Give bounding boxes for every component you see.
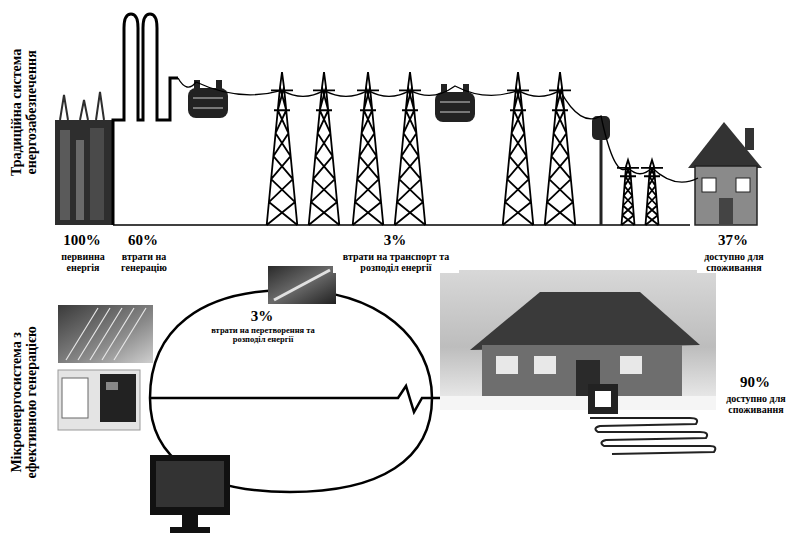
house-icon: [736, 178, 750, 192]
value-caption: первинна енергія: [51, 251, 115, 273]
transformer: [435, 92, 475, 122]
house-photo: [470, 292, 700, 350]
transformer: [193, 97, 223, 99]
power-station: [55, 120, 113, 225]
house-photo: [440, 270, 716, 410]
system-label: Мікроенергосистема з ефективною генераці…: [9, 302, 40, 502]
power-station: [76, 140, 84, 220]
solar-collector: [58, 305, 153, 363]
pipe-photo: [268, 266, 336, 304]
value-caption: доступно для споживання: [722, 393, 790, 415]
percent-value: 60%: [113, 232, 173, 249]
control-monitor: [182, 515, 198, 527]
plant-chimneys: [113, 14, 178, 225]
power-station: [90, 128, 104, 220]
percent-value: 90%: [730, 374, 780, 391]
transformer: [440, 101, 470, 103]
heat-unit: [100, 374, 136, 422]
transformer: [194, 80, 200, 89]
house-photo: [496, 356, 518, 374]
house-photo: [440, 396, 716, 410]
control-monitor: [150, 455, 230, 515]
transformer: [440, 111, 470, 113]
pipe-photo: [274, 270, 330, 300]
power-cable: [178, 78, 698, 182]
converter-box: [595, 391, 611, 407]
transformer: [592, 116, 610, 140]
value-caption: втрати на перетворення та розподіл енерг…: [206, 326, 320, 345]
transformer: [600, 140, 603, 225]
control-monitor: [170, 527, 210, 533]
house-icon: [745, 128, 754, 150]
converter-box: [588, 384, 618, 414]
heat-unit: [62, 378, 88, 418]
heat-unit: [106, 382, 118, 390]
control-monitor: [156, 461, 224, 507]
heat-unit: [58, 370, 140, 430]
pipe-photo: [268, 266, 336, 304]
power-tower: [641, 160, 663, 225]
solar-collector: [66, 308, 146, 360]
house-photo: [482, 345, 682, 397]
house-icon: [688, 122, 762, 225]
plant-chimneys: [113, 14, 178, 225]
converter-box: [588, 384, 618, 414]
transformer: [188, 88, 228, 118]
house-icon: [695, 166, 757, 225]
heat-unit: [58, 370, 140, 430]
value-caption: доступно для споживання: [697, 251, 771, 273]
power-tower: [617, 160, 639, 225]
house-photo: [534, 356, 556, 374]
house-photo: [440, 270, 716, 410]
percent-value: 3%: [237, 308, 287, 325]
power-station: [55, 92, 113, 225]
value-caption: втрати на транспорт та розподіл енергії: [333, 251, 459, 273]
floor-heating: [590, 418, 715, 454]
ground-line: [113, 224, 690, 226]
solar-collector: [58, 305, 153, 363]
control-monitor: [150, 455, 230, 533]
system-label: Традиційна система енергозабезпечення: [9, 17, 40, 207]
house-icon: [702, 178, 716, 192]
transformer: [193, 107, 223, 109]
percent-value: 100%: [52, 232, 112, 249]
house-photo: [620, 356, 642, 374]
value-caption: втрати на генерацію: [112, 251, 176, 273]
house-icon: [719, 198, 733, 225]
percent-value: 37%: [703, 232, 763, 249]
power-towers: [267, 72, 663, 225]
house-icon: [688, 122, 762, 168]
power-station: [60, 92, 104, 120]
floor-heating: [590, 418, 715, 454]
percent-value: 3%: [365, 232, 425, 249]
transformer: [216, 80, 222, 89]
power-station: [60, 130, 70, 220]
